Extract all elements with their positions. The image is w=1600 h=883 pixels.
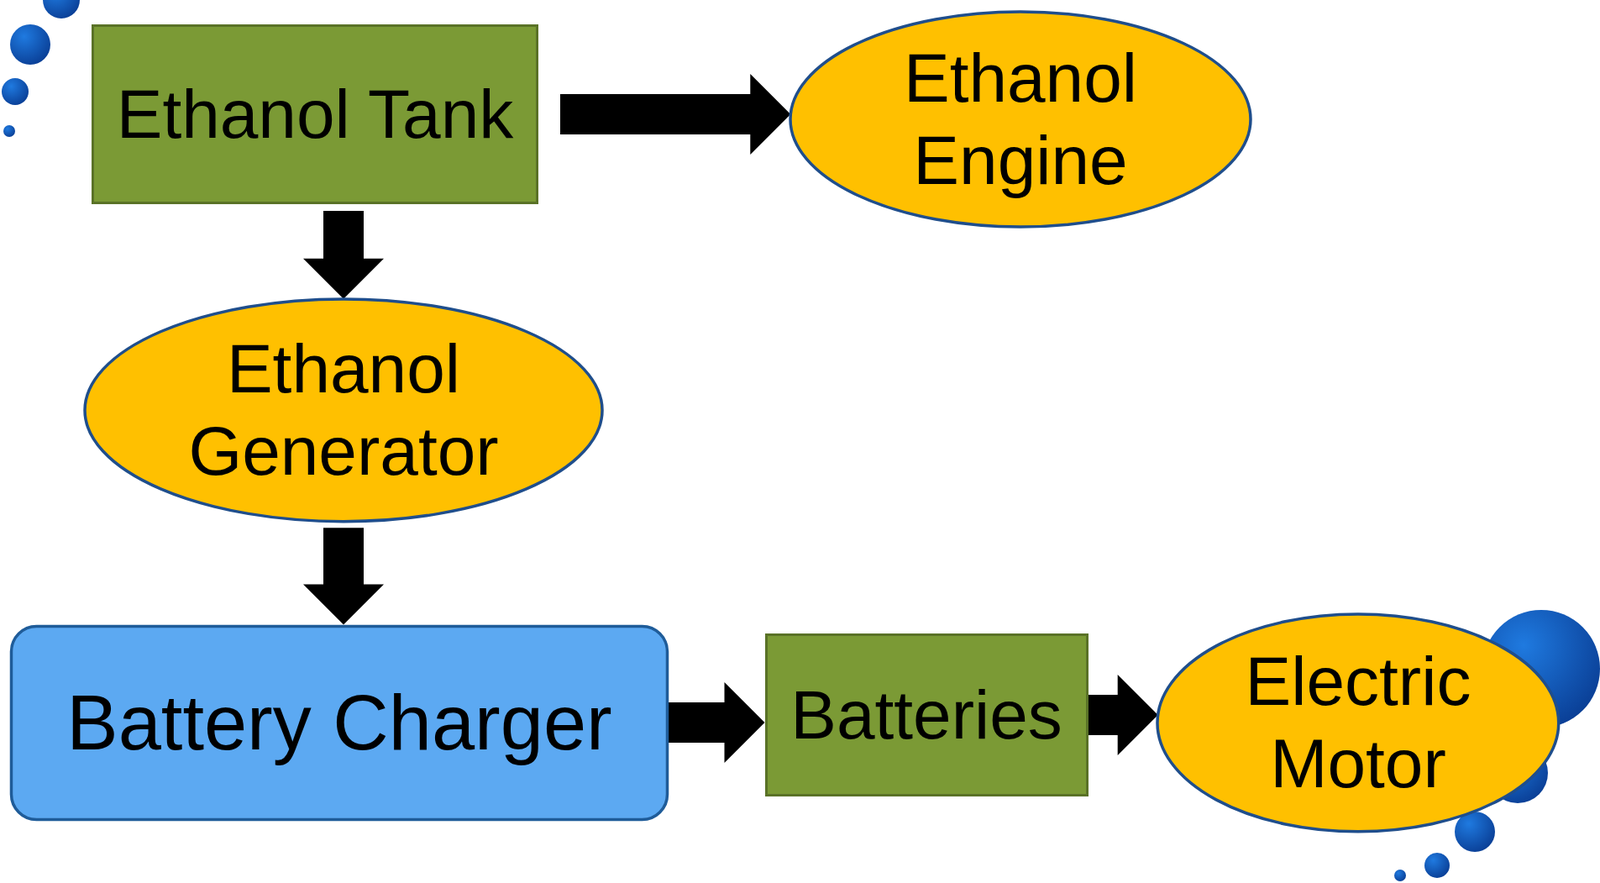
outline: [790, 11, 1251, 227]
node-label: Ethanol Tank: [116, 73, 515, 156]
block-arrow: [560, 73, 791, 155]
text-group: Ethanol Generator: [167, 327, 520, 494]
text-group: Ethanol Tank: [116, 73, 515, 156]
outline: [1157, 613, 1559, 832]
node-label: Batteries: [790, 673, 1063, 756]
block-arrow: [668, 681, 766, 763]
block-arrow: [303, 210, 384, 300]
text-group: Electric Motor: [1223, 640, 1493, 806]
outline: [93, 26, 538, 204]
block-arrow: [1088, 674, 1159, 756]
node-label: Ethanol Generator: [167, 327, 520, 494]
tank-box: Ethanol Tank: [91, 24, 539, 205]
charger-box: Battery Charger: [10, 624, 669, 821]
outline: [11, 625, 668, 819]
generator-ellipse: Ethanol Generator: [83, 297, 604, 524]
node-label: Electric Motor: [1223, 640, 1493, 806]
engine-ellipse: Ethanol Engine: [788, 10, 1253, 229]
node-label: Battery Charger: [66, 676, 612, 769]
outline: [765, 634, 1087, 796]
text-group: Battery Charger: [66, 676, 612, 769]
batteries-box: Batteries: [765, 633, 1089, 797]
text-group: Batteries: [790, 673, 1063, 756]
block-arrow: [303, 527, 384, 625]
node-label: Ethanol Engine: [881, 36, 1160, 203]
text-group: Ethanol Engine: [881, 36, 1160, 203]
motor-ellipse: Electric Motor: [1155, 612, 1561, 834]
outline: [84, 299, 603, 522]
